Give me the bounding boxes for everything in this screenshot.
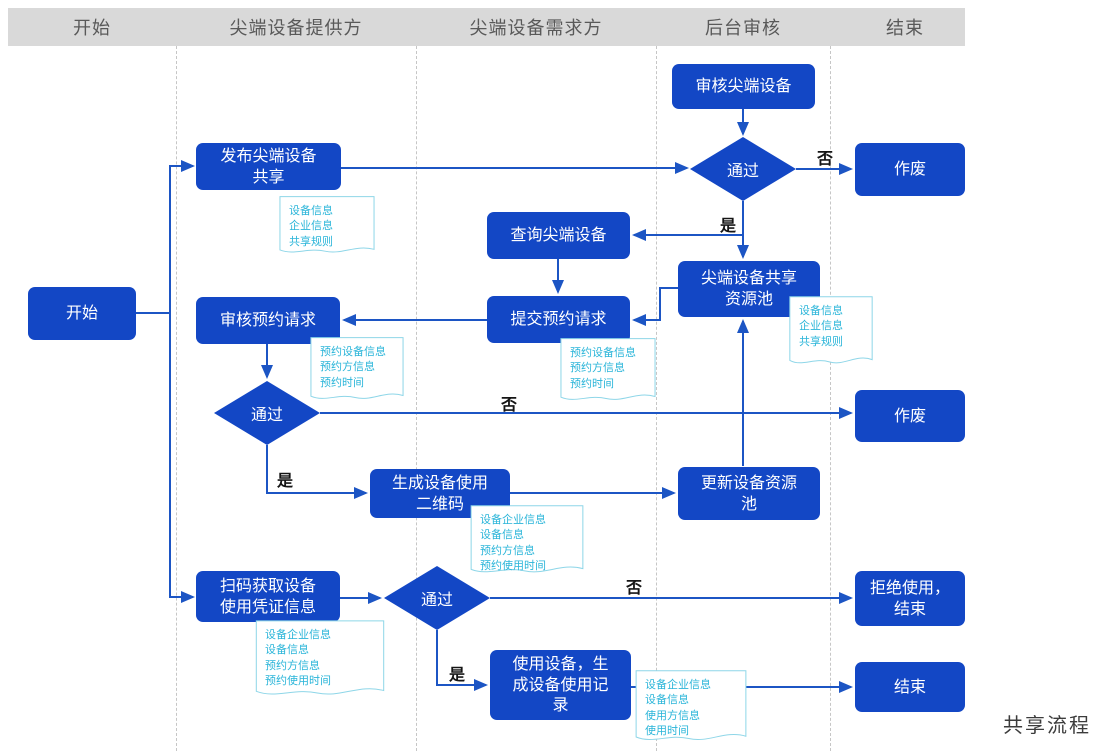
doc-qr-info-text: 设备企业信息 设备信息 预约方信息 预约使用时间	[480, 513, 546, 573]
doc-pool-info: 设备信息 企业信息 共享规则	[789, 296, 873, 370]
arrow-pass2-yes-to-qr	[266, 445, 368, 499]
document-shape	[255, 620, 385, 702]
doc-publish-info: 设备信息 企业信息 共享规则	[279, 196, 375, 258]
decision-pass-3-label: 通过	[420, 590, 453, 609]
node-scan-credential: 扫码获取设备 使用凭证信息	[196, 571, 340, 622]
swimlane-header: 开始 尖端设备提供方 尖端设备需求方 后台审核 结束	[8, 8, 965, 46]
node-void-2: 作废	[855, 390, 965, 442]
decision-pass-1: 通过	[690, 137, 796, 201]
arrow-start-to-scan	[136, 312, 195, 603]
arrow-pool-to-submit	[632, 287, 678, 326]
doc-reservation-info-text: 预约设备信息 预约方信息 预约时间	[320, 345, 386, 389]
document-shape	[279, 196, 375, 258]
decision-pass-2-label: 通过	[250, 405, 283, 424]
node-review-equipment: 审核尖端设备	[672, 64, 815, 109]
lane-divider-4	[830, 46, 831, 751]
lane-divider-2	[416, 46, 417, 751]
lane-divider-1	[176, 46, 177, 751]
doc-qr-info: 设备企业信息 设备信息 预约方信息 预约使用时间	[470, 505, 584, 579]
doc-use-info-text: 设备企业信息 设备信息 使用方信息 使用时间	[645, 678, 711, 738]
node-void-1: 作废	[855, 143, 965, 196]
node-update-pool: 更新设备资源 池	[678, 467, 820, 520]
node-review-reservation: 审核预约请求	[196, 297, 340, 344]
node-query-equipment: 查询尖端设备	[487, 212, 630, 259]
node-use-equipment: 使用设备，生 成设备使用记 录	[490, 650, 631, 720]
doc-scan-info: 设备企业信息 设备信息 预约方信息 预约使用时间	[255, 620, 385, 702]
lane-title-provider: 尖端设备提供方	[229, 18, 363, 39]
document-shape	[470, 505, 584, 579]
doc-pool-info-text: 设备信息 企业信息 共享规则	[799, 304, 843, 348]
node-refuse-end: 拒绝使用， 结束	[855, 571, 965, 626]
label-pass2-no: 否	[501, 395, 518, 414]
doc-submit-info: 预约设备信息 预约方信息 预约时间	[560, 338, 656, 406]
decision-pass-3: 通过	[384, 566, 490, 630]
decision-pass-1-label: 通过	[726, 161, 759, 180]
lane-title-end: 结束	[886, 18, 924, 39]
doc-use-info: 设备企业信息 设备信息 使用方信息 使用时间	[635, 670, 747, 747]
document-shape	[789, 296, 873, 370]
label-pass2-yes: 是	[277, 471, 294, 490]
label-pass1-no: 否	[817, 149, 834, 168]
doc-reservation-info: 预约设备信息 预约方信息 预约时间	[310, 337, 404, 405]
lane-title-start: 开始	[73, 18, 111, 39]
decision-pass-2: 通过	[214, 381, 320, 445]
node-start: 开始	[28, 287, 136, 340]
node-generate-qr: 生成设备使用 二维码	[370, 469, 510, 518]
lane-title-demander: 尖端设备需求方	[469, 18, 603, 39]
doc-submit-info-text: 预约设备信息 预约方信息 预约时间	[570, 346, 636, 390]
document-shape	[635, 670, 747, 747]
node-end: 结束	[855, 662, 965, 712]
lane-title-review: 后台审核	[705, 18, 781, 39]
doc-scan-info-text: 设备企业信息 设备信息 预约方信息 预约使用时间	[265, 628, 331, 688]
label-pass1-yes: 是	[720, 216, 737, 235]
diamond-shape	[214, 381, 320, 445]
lane-divider-3	[656, 46, 657, 751]
label-pass3-yes: 是	[449, 665, 466, 684]
document-shape	[310, 337, 404, 405]
label-pass3-no: 否	[626, 578, 643, 597]
arrow-start-to-publish	[136, 160, 195, 314]
diagram-caption: 共享流程	[1003, 713, 1091, 737]
node-resource-pool: 尖端设备共享 资源池	[678, 261, 820, 317]
diamond-shape	[384, 566, 490, 630]
doc-publish-info-text: 设备信息 企业信息 共享规则	[289, 204, 333, 248]
node-submit-reservation: 提交预约请求	[487, 296, 630, 343]
node-publish-equipment: 发布尖端设备 共享	[196, 143, 341, 190]
document-shape	[560, 338, 656, 406]
arrow-pass3-yes-to-use	[436, 630, 488, 691]
diamond-shape	[690, 137, 796, 201]
